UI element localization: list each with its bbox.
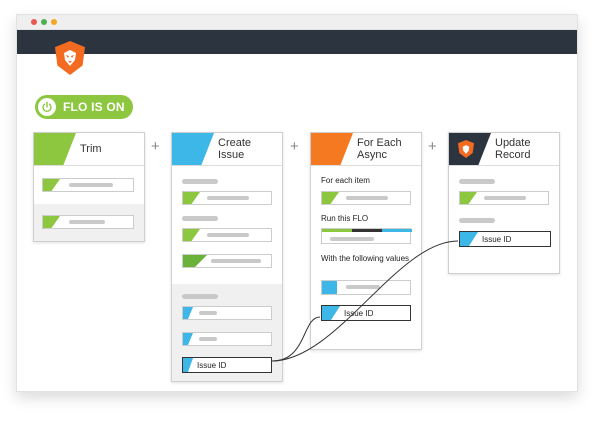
card-section: Issue ID <box>449 166 559 273</box>
placeholder-bar <box>69 183 113 187</box>
input-field[interactable] <box>182 254 272 268</box>
blue-tab <box>322 281 337 294</box>
input-field[interactable] <box>182 228 272 242</box>
trim-card[interactable]: Trim <box>33 132 145 242</box>
placeholder-bar <box>330 237 374 241</box>
blue-tab <box>183 358 193 372</box>
placeholder-bar <box>207 233 249 237</box>
app-window: FLO IS ON Trim + Create Issue <box>16 14 578 392</box>
minimize-dot[interactable] <box>41 19 47 25</box>
input-field[interactable] <box>321 191 411 205</box>
progress-segment-green <box>322 229 352 232</box>
placeholder-bar <box>69 220 105 224</box>
wire-create-to-update <box>271 240 459 362</box>
input-field[interactable] <box>42 178 134 192</box>
app-header <box>17 30 577 54</box>
run-flo-label: Run this FLO <box>321 214 369 223</box>
flo-selector[interactable] <box>321 228 412 244</box>
placeholder-bar <box>346 196 388 200</box>
field-label: Issue ID <box>197 360 227 370</box>
wire-create-to-foreach <box>271 316 321 362</box>
input-field[interactable] <box>182 306 272 320</box>
input-field[interactable] <box>182 191 272 205</box>
card-section: For each item Run this FLO With the foll… <box>311 166 421 349</box>
label-bar <box>182 179 218 184</box>
label-bar <box>182 294 218 299</box>
placeholder-bar <box>484 196 526 200</box>
label-bar <box>459 218 495 223</box>
card-header: Update Record <box>449 133 559 166</box>
issue-id-input-field[interactable]: Issue ID <box>321 305 411 321</box>
card-header: Trim <box>34 133 144 166</box>
with-values-label: With the following values <box>321 254 410 263</box>
placeholder-bar <box>199 337 217 341</box>
card-section <box>34 166 144 204</box>
window-titlebar <box>17 15 577 30</box>
close-dot[interactable] <box>31 19 37 25</box>
placeholder-bar <box>346 285 380 289</box>
for-each-label: For each item <box>321 176 370 185</box>
progress-segment-dark <box>352 229 382 232</box>
update-record-card[interactable]: Update Record Issue ID <box>448 132 560 274</box>
card-title: For Each Async <box>357 137 402 161</box>
lion-logo-icon <box>458 140 474 158</box>
toggle-label: FLO IS ON <box>63 100 125 114</box>
card-header: Create Issue <box>172 133 282 166</box>
card-title: Create Issue <box>218 137 252 161</box>
card-section <box>172 166 282 284</box>
input-field[interactable] <box>459 191 549 205</box>
placeholder-bar <box>211 259 261 263</box>
field-label: Issue ID <box>482 234 512 244</box>
card-title: Trim <box>80 143 102 155</box>
input-field[interactable] <box>182 332 272 346</box>
label-bar <box>182 216 218 221</box>
issue-id-input-field[interactable]: Issue ID <box>459 231 551 247</box>
add-step-icon[interactable]: + <box>290 138 299 155</box>
card-section: Issue ID <box>172 284 282 381</box>
field-label: Issue ID <box>344 308 374 318</box>
connector-wires <box>271 240 459 362</box>
input-field[interactable] <box>42 215 134 229</box>
create-issue-card[interactable]: Create Issue <box>171 132 283 382</box>
blue-tab <box>183 333 193 345</box>
card-title: Update Record <box>495 137 531 161</box>
label-bar <box>459 179 495 184</box>
add-step-icon[interactable]: + <box>151 138 160 155</box>
card-section <box>34 204 144 241</box>
add-step-icon[interactable]: + <box>428 138 437 155</box>
power-icon <box>38 98 56 116</box>
blue-tab <box>183 307 193 319</box>
maximize-dot[interactable] <box>51 19 57 25</box>
placeholder-bar <box>199 311 217 315</box>
progress-segment-blue <box>382 229 412 232</box>
placeholder-bar <box>207 196 249 200</box>
input-field[interactable] <box>321 280 411 295</box>
flo-toggle[interactable]: FLO IS ON <box>35 95 133 119</box>
card-header: For Each Async <box>311 133 421 166</box>
for-each-async-card[interactable]: For Each Async For each item Run this FL… <box>310 132 422 350</box>
issue-id-output-field[interactable]: Issue ID <box>182 357 272 373</box>
